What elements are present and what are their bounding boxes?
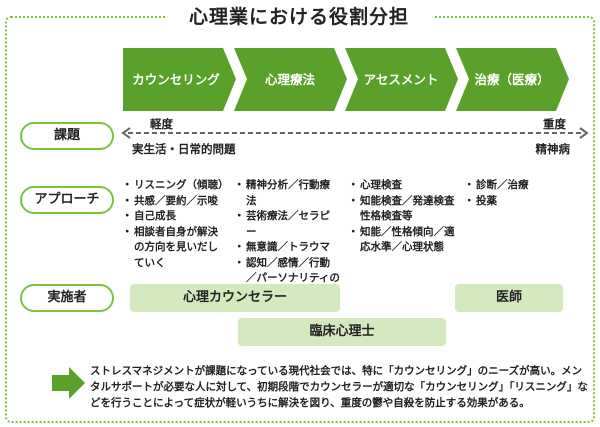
approach-item: 共感／要約／示唆	[122, 194, 224, 210]
approach-item: 精神分析／行動療法	[234, 178, 340, 209]
approach-item: 投薬	[464, 194, 566, 210]
approach-item: 芸術療法／セラピー	[234, 209, 340, 240]
row-label-practitioner: 実施者	[20, 284, 114, 312]
phase-label-treatment: 治療（医療）	[474, 72, 550, 87]
row-label-approach: アプローチ	[20, 186, 114, 214]
approach-item: 診断／治療	[464, 178, 566, 194]
approach-column-assessment: 心理検査 知能検査／発達検査性格検査等 知能／性格傾向／適応水準／心理状態	[348, 178, 456, 256]
phase-label-assessment: アセスメント	[363, 72, 439, 87]
practitioner-clinical-psychologist: 臨床心理士	[238, 318, 446, 346]
approach-item: 無意識／トラウマ	[234, 240, 340, 256]
approach-item: 心理検査	[348, 178, 456, 194]
summary-note: ストレスマネジメントが課題になっている現代社会では、特に「カウンセリング」のニー…	[90, 365, 588, 409]
phase-label-counseling: カウンセリング	[132, 72, 220, 87]
approach-column-treatment: 診断／治療 投薬	[464, 178, 566, 210]
severity-scale: 軽度 実生活・日常的問題 重度 精神病	[120, 116, 590, 166]
practitioner-doctor: 医師	[455, 284, 563, 312]
approach-item: リスニング（傾聴）	[122, 178, 229, 194]
double-arrow-icon	[121, 127, 589, 139]
scale-mild-label: 軽度	[150, 117, 173, 131]
phase-label-psychotherapy: 心理療法	[264, 72, 315, 87]
scale-severe-label: 重度	[543, 117, 566, 131]
approach-item: 知能／性格傾向／適応水準／心理状態	[348, 225, 456, 256]
right-arrow-icon	[52, 367, 85, 399]
row-label-issue: 課題	[20, 122, 114, 150]
approach-item: 知能検査／発達検査性格検査等	[348, 194, 456, 225]
practitioner-counselor: 心理カウンセラー	[130, 284, 340, 312]
page-title: 心理業における役割分担	[165, 4, 433, 30]
approach-item: 自己成長	[122, 209, 224, 225]
approach-column-counseling: リスニング（傾聴） 共感／要約／示唆 自己成長 相談者自身が解決の方向を見いだし…	[122, 178, 229, 272]
approach-item: 相談者自身が解決の方向を見いだしていく	[122, 225, 224, 272]
scale-psychosis-label: 精神病	[535, 142, 571, 156]
approach-column-psychotherapy: 精神分析／行動療法 芸術療法／セラピー 無意識／トラウマ 認知／感情／行動／パー…	[234, 178, 340, 302]
scale-daily-problems-label: 実生活・日常的問題	[132, 142, 236, 156]
